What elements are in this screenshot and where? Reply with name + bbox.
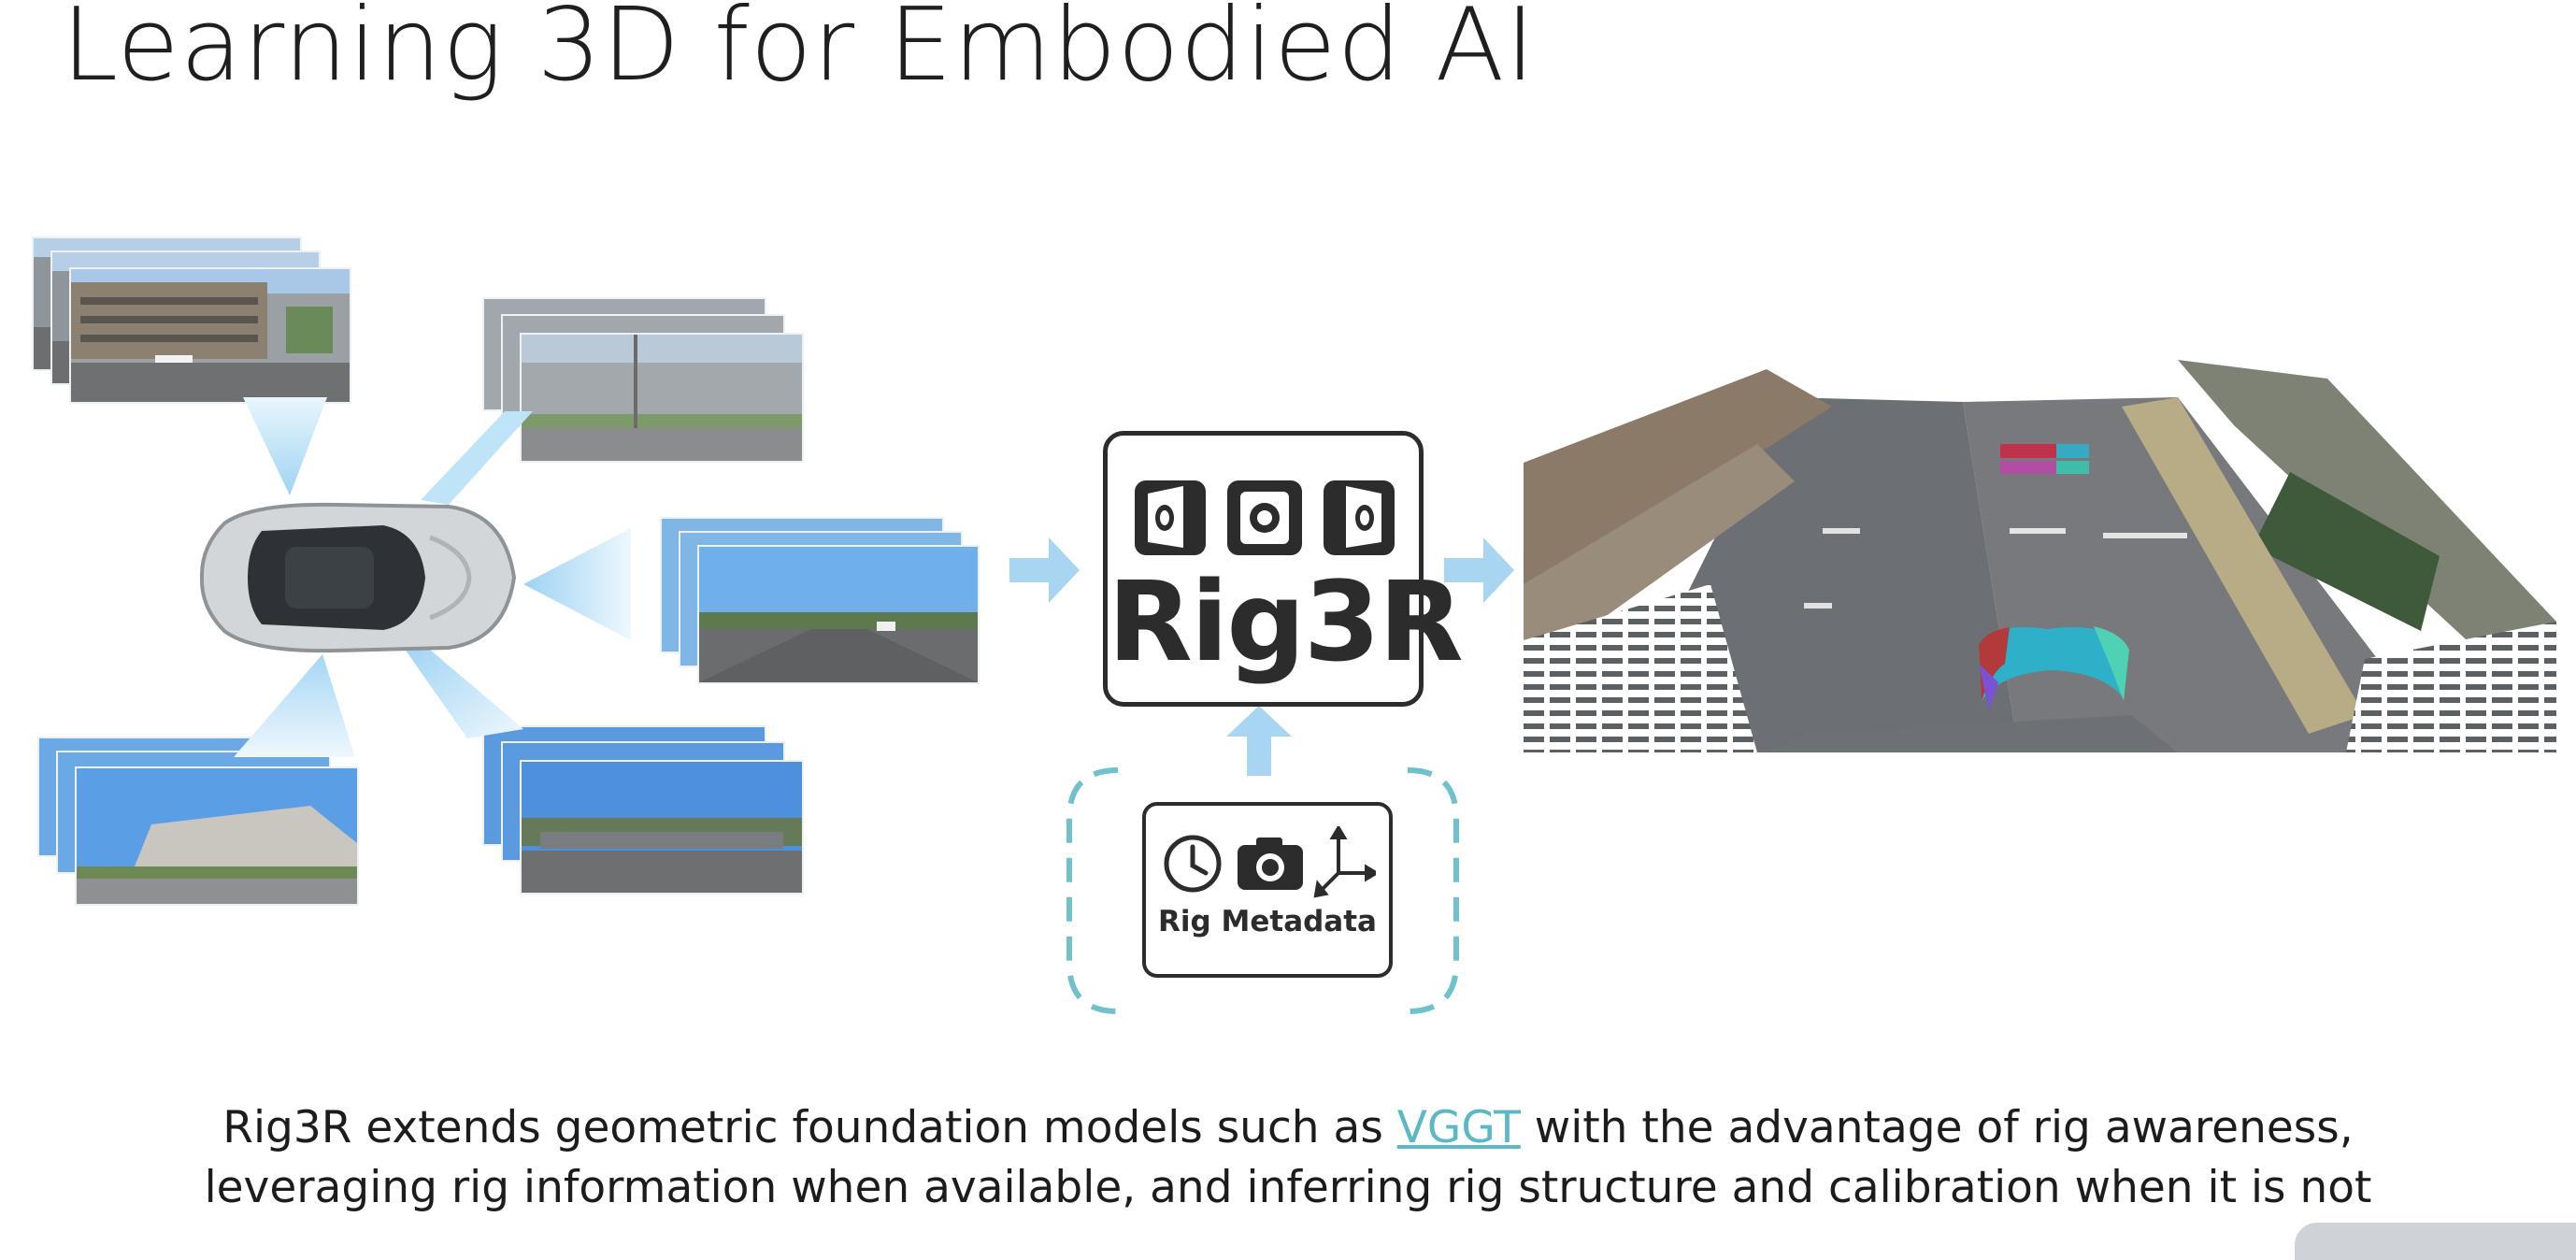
camera-frame	[77, 768, 357, 904]
clock-icon	[1164, 835, 1222, 893]
metadata-icons	[1164, 826, 1376, 898]
car-top-view-icon	[199, 502, 517, 653]
fov-cone	[402, 645, 523, 738]
metadata-label: Rig Metadata	[1158, 905, 1377, 938]
metadata-dashed-bracket	[1066, 767, 1459, 1014]
camera-frame	[522, 762, 802, 893]
arrow-right-icon	[1009, 537, 1080, 603]
slide-title: Learning 3D for Embodied AI	[62, 0, 1537, 104]
fov-cone	[234, 654, 355, 757]
axes-icon	[1313, 826, 1376, 898]
camera-frame	[699, 547, 978, 682]
camera-frame	[522, 335, 802, 461]
camera-icon	[1238, 838, 1303, 890]
fov-cone	[421, 411, 533, 505]
vggt-link[interactable]: VGGT	[1396, 1102, 1521, 1153]
fov-cone	[523, 528, 631, 640]
caption-text: with the advantage of rig awareness,	[1520, 1102, 2354, 1153]
caption-line-1: Rig3R extends geometric foundation model…	[0, 1098, 2576, 1158]
arrow-up-icon	[1226, 706, 1292, 776]
rig-metadata-box: Rig Metadata	[1142, 802, 1393, 978]
rig3r-model-box: Rig3R	[1103, 431, 1464, 707]
arrow-right-icon	[1444, 537, 1514, 603]
caption-text: Rig3R extends geometric foundation model…	[222, 1102, 1397, 1153]
model-name-label: Rig3R	[1108, 557, 1464, 686]
fov-cone	[243, 397, 327, 495]
camera-frame	[71, 269, 350, 402]
caption-line-2: leveraging rig information when availabl…	[204, 1162, 2372, 1213]
point-cloud-reconstruction	[1524, 360, 2556, 752]
slide-caption: Rig3R extends geometric foundation model…	[0, 1098, 2576, 1218]
player-control-edge[interactable]	[2295, 1223, 2576, 1260]
rig-cameras-icon	[1135, 480, 1395, 555]
